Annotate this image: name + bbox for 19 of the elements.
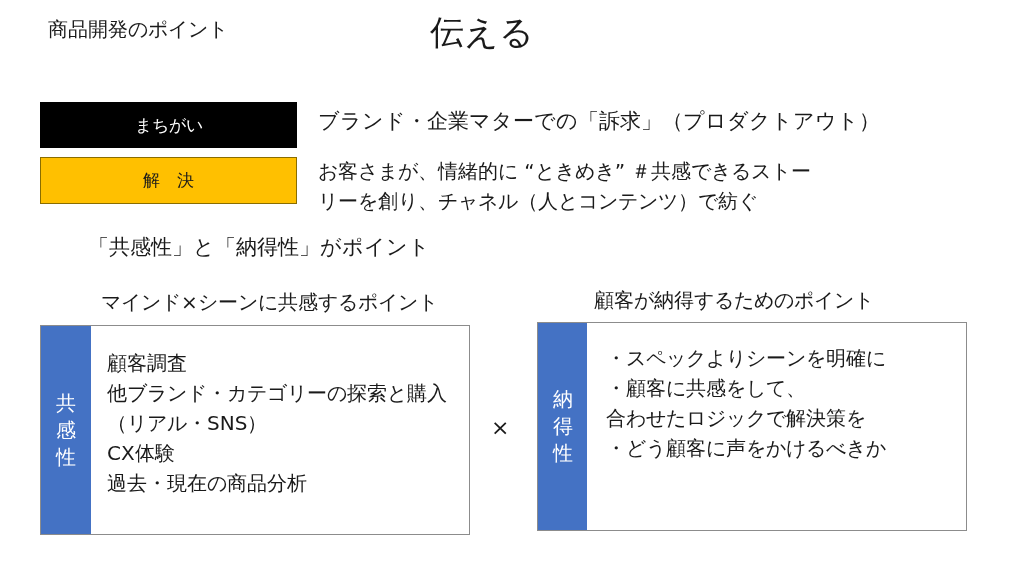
- list-item: CX体験: [107, 440, 175, 467]
- panel-heading: 顧客が納得するためのポイント: [594, 287, 874, 313]
- label-bar: まちがい: [40, 102, 297, 148]
- slide-title: 伝える: [430, 11, 534, 54]
- list-item: 顧客調査: [107, 350, 187, 377]
- description-text: ブランド・企業マターでの「訴求」（プロダクトアウト）: [318, 108, 881, 135]
- list-item: ・どう顧客に声をかけるべきか: [606, 435, 886, 462]
- section-heading: 商品開発のポイント: [48, 16, 228, 42]
- list-item: ・スペックよりシーンを明確に: [606, 345, 886, 372]
- list-item: 他ブランド・カテゴリーの探索と購入（リアル・SNS）: [107, 380, 448, 437]
- label-bar: 解 決: [40, 157, 297, 204]
- key-point-text: 「共感性」と「納得性」がポイント: [88, 234, 430, 261]
- panel-heading: マインド×シーンに共感するポイント: [101, 289, 438, 315]
- description-text: お客さまが、情緒的に “ときめき” ＃共感できるストーリーを創り、チャネル（人とコンテンツ）で紡ぐ: [318, 158, 813, 215]
- list-item: 過去・現在の商品分析: [107, 470, 307, 497]
- multiply-sign: ×: [491, 414, 510, 442]
- side-label-bar: 納得性: [538, 323, 587, 530]
- list-item: ・顧客に共感をして、合わせたロジックで解決策を: [606, 375, 867, 432]
- side-label-bar: 共感性: [41, 326, 91, 534]
